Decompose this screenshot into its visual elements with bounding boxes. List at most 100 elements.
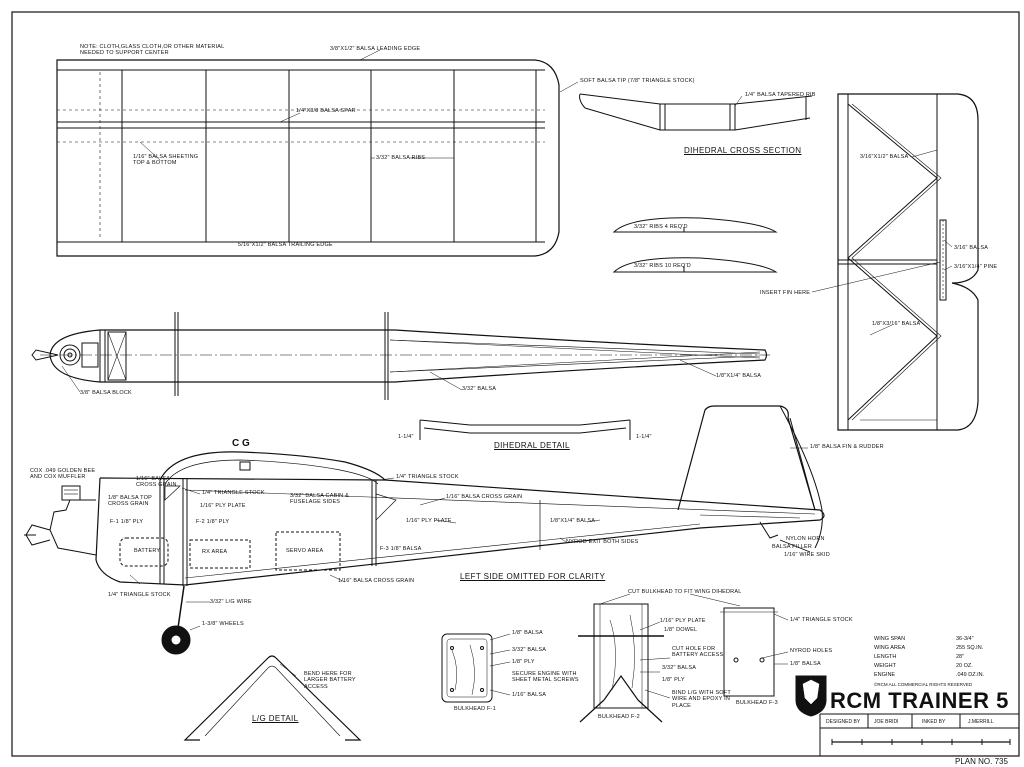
plan-number: PLAN NO. 735 — [955, 757, 1008, 766]
stab-pine-label: 3/16"X1/4" PINE — [954, 264, 998, 270]
top-stringer-label: 1/8"X1/4" BALSA — [716, 373, 762, 379]
f2-ply-plate-label: 1/16" PLY PLATE — [660, 618, 706, 624]
wing-note: NOTE: CLOTH,GLASS CLOTH,OR OTHER MATERIA… — [80, 44, 225, 57]
dihedral-cross-section-heading: DIHEDRAL CROSS SECTION — [684, 146, 802, 155]
f2-balsa332-label: 3/32" BALSA — [662, 665, 697, 671]
bulkhead-f1 — [441, 633, 493, 703]
fin-rudder — [677, 405, 823, 549]
rcm-emblem — [795, 675, 827, 717]
f3-tri-stock-label: 1/4" TRIANGLE STOCK — [790, 617, 853, 623]
f1-balsa18-label: 1/8" BALSA — [512, 630, 543, 636]
balsa-block-label: 3/8" BALSA BLOCK — [80, 390, 132, 396]
f3-label: F-3 1/8" BALSA — [380, 546, 422, 552]
nylon-horn-label: NYLON HORN — [786, 536, 825, 542]
nyrod-label: NYROD EXIT BOTH SIDES — [566, 539, 639, 545]
wing-plan — [56, 59, 560, 257]
rx-area-label: RX AREA — [202, 549, 228, 555]
ribs-label: 3/32" BALSA RIBS — [376, 155, 426, 161]
f3-balsa18-label: 1/8" BALSA — [790, 661, 821, 667]
ribs10-label: 3/32" RIBS 10 REQ'D — [634, 263, 691, 269]
leader-lines — [61, 49, 953, 699]
bind-lg-label: BIND L/G WITH SOFT WIRE AND EPOXY IN PLA… — [672, 690, 731, 709]
ply-plate-2-label: 1/16" PLY PLATE — [406, 518, 452, 524]
f2-ply-label: 1/8" PLY — [662, 677, 685, 683]
tapered-rib-label: 1/4" BALSA TAPERED RIB — [745, 92, 816, 98]
spec-length-value: 28" — [956, 654, 965, 660]
left-side-heading: LEFT SIDE OMITTED FOR CLARITY — [460, 572, 606, 581]
rights-text: ©RCM ALL COMMERCIAL RIGHTS RESERVED — [874, 682, 973, 687]
sheet-border — [11, 11, 1020, 757]
ply-plate-1-label: 1/16" PLY PLATE — [200, 503, 246, 509]
dihedral-cross-section — [579, 93, 813, 131]
title-block — [819, 713, 1019, 756]
servo-area-label: SERVO AREA — [286, 548, 324, 554]
secure-engine-label: SECURE ENGINE WITH SHEET METAL SCREWS — [512, 671, 579, 684]
f1-label: F-1 1/8" PLY — [110, 519, 144, 525]
lg-detail-heading: L/G DETAIL — [252, 714, 299, 723]
balsa-filler-label: BALSA FILLER — [772, 544, 813, 550]
bulkhead-f3 — [720, 607, 778, 697]
bulkhead-f2 — [578, 603, 664, 723]
bend-label: BEND HERE FOR LARGER BATTERY ACCESS — [304, 671, 356, 690]
top-cross-grain-label: 1/8" BALSA TOP CROSS GRAIN — [108, 495, 152, 508]
stab-diag-label: 1/8"X3/16" BALSA — [872, 321, 921, 327]
wheels-label: 1-3/8" WHEELS — [202, 621, 244, 627]
spec-length-label: LENGTH — [874, 654, 897, 660]
designed-by-label: DESIGNED BY — [826, 719, 861, 725]
tri-stock-3-label: 1/4" TRIANGLE STOCK — [108, 592, 171, 598]
bulkhead-f3-name: BULKHEAD F-3 — [736, 700, 778, 706]
spec-wing-span-value: 36-3/4" — [956, 636, 974, 642]
inked-by-label: INKED BY — [922, 719, 946, 725]
stab-balsa-label: 3/16"X1/2" BALSA — [860, 154, 909, 160]
stabilizer-top-view — [837, 93, 979, 431]
f1-ply-label: 1/8" PLY — [512, 659, 535, 665]
f1-balsa116-label: 1/16" BALSA — [512, 692, 547, 698]
rib-profiles — [612, 217, 778, 273]
spec-weight-label: WEIGHT — [874, 663, 896, 669]
top-332-balsa-label: 3/32" BALSA — [462, 386, 497, 392]
f2-dowel-label: 1/8" DOWEL — [664, 627, 698, 633]
ribs4-label: 3/32" RIBS 4 REQ'D — [634, 224, 688, 230]
dihedral-left-label: 1-1/4" — [398, 434, 414, 440]
fuselage-top-view — [31, 312, 770, 400]
dihedral-detail — [419, 419, 631, 440]
spec-weight-value: 20 OZ. — [956, 663, 973, 669]
cabin-label: 3/32" BALSA CABIN & FUSELAGE SIDES — [290, 493, 349, 506]
tri-stock-2-label: 1/4" TRIANGLE STOCK — [396, 474, 459, 480]
fuselage-side-view — [24, 451, 825, 655]
longeron-label: 1/8"X1/4" BALSA — [550, 518, 596, 524]
spec-engine-value: .049 DZ.IN. — [956, 672, 985, 678]
plan-title: RCM TRAINER 5 — [830, 688, 1009, 713]
inked-by-value: J.MERRILL — [968, 719, 994, 725]
stab-316-balsa-label: 3/16" BALSA — [954, 245, 989, 251]
designed-by-value: JOE BRIDI — [874, 719, 899, 725]
cross-grain-2-label: 1/16" BALSA CROSS GRAIN — [446, 494, 523, 500]
skid-label: 1/16" WIRE SKID — [784, 552, 830, 558]
battery-label: BATTERY — [134, 548, 161, 554]
bulkhead-f2-name: BULKHEAD F-2 — [598, 714, 640, 720]
engine-label: COX .049 GOLDEN BEE AND COX MUFFLER — [30, 468, 96, 481]
sheeting-label: 1/16" BALSA SHEETING TOP & BOTTOM — [133, 154, 199, 167]
cg-marker: C G — [232, 438, 250, 449]
insert-fin-label: INSERT FIN HERE — [760, 290, 811, 296]
dihedral-right-label: 1-1/4" — [636, 434, 652, 440]
bulkhead-f1-name: BULKHEAD F-1 — [454, 706, 496, 712]
spar-label: 1/4"X3/8 BALSA SPAR — [296, 108, 356, 114]
cross-grain-3-label: 1/16" BALSA CROSS GRAIN — [338, 578, 415, 584]
nyrod-holes-label: NYROD HOLES — [790, 648, 833, 654]
f2-label: F-2 1/8" PLY — [196, 519, 230, 525]
cut-hole-label: CUT HOLE FOR BATTERY ACCESS — [672, 646, 724, 659]
cut-bulkhead-label: CUT BULKHEAD TO FIT WING DIHEDRAL — [628, 589, 742, 595]
trailing-edge-label: 5/16"X1/2" BALSA TRAILING EDGE — [238, 242, 333, 248]
fin-rudder-label: 1/8" BALSA FIN & RUDDER — [810, 444, 884, 450]
lg-wire-label: 3/32" L/G WIRE — [210, 599, 252, 605]
f1-balsa332-label: 3/32" BALSA — [512, 647, 547, 653]
dihedral-detail-heading: DIHEDRAL DETAIL — [494, 441, 570, 450]
spec-engine-label: ENGINE — [874, 672, 896, 678]
tri-stock-1-label: 1/4" TRIANGLE STOCK — [202, 490, 265, 496]
spec-wing-span-label: WING SPAN — [874, 636, 906, 642]
landing-gear-detail — [183, 655, 362, 741]
leading-edge-label: 3/8"X1/2" BALSA LEADING EDGE — [330, 46, 421, 52]
